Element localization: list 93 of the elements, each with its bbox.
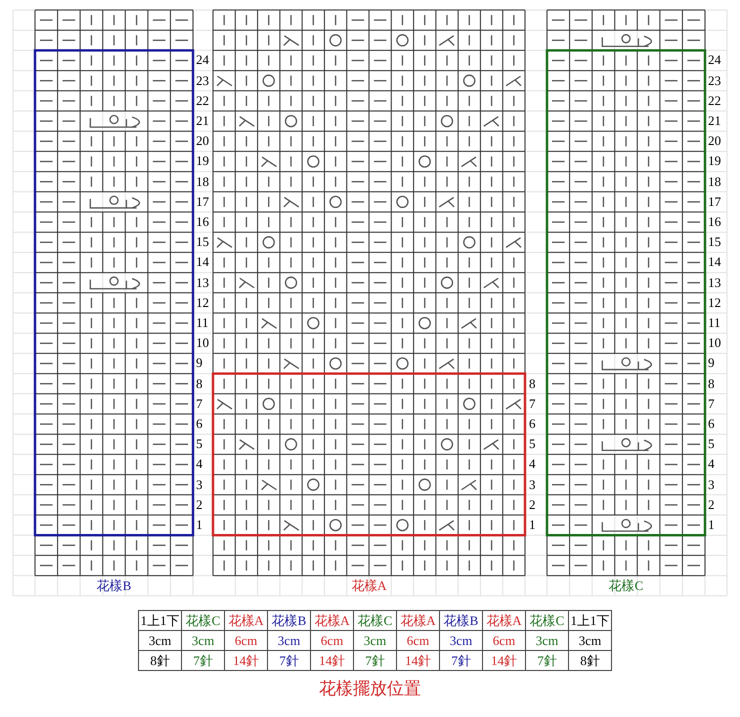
- row-number: 13: [708, 274, 721, 292]
- row-number: 22: [708, 92, 721, 110]
- row-number: 5: [196, 435, 202, 454]
- row-number: 17: [708, 192, 721, 211]
- table-cell: 14針: [396, 650, 440, 670]
- chart-title: 花樣A: [350, 576, 388, 595]
- chart-title: 花樣B: [96, 576, 132, 595]
- row-number: 8: [196, 374, 202, 393]
- table-cell: 3cm: [268, 630, 310, 650]
- row-number: 20: [196, 132, 209, 150]
- table-cell: 花樣B: [268, 610, 310, 630]
- table-cell: 8針: [138, 650, 182, 670]
- row-number: 21: [708, 112, 721, 130]
- table-cell: 花樣C: [182, 610, 224, 630]
- row-number: 21: [196, 112, 209, 130]
- row-number: 8: [529, 374, 536, 393]
- row-number: 2: [708, 496, 714, 514]
- row-number: 6: [529, 415, 536, 433]
- row-number: 12: [196, 294, 209, 312]
- row-number: 9: [196, 354, 202, 372]
- table-cell: 3cm: [568, 630, 612, 650]
- table-cell: 3cm: [440, 630, 482, 650]
- table-cell: 6cm: [482, 630, 526, 650]
- row-number: 23: [196, 72, 209, 90]
- table-cell: 7針: [354, 650, 396, 670]
- row-number: 6: [708, 415, 714, 433]
- row-number: 2: [529, 496, 536, 514]
- table-cell: 14針: [224, 650, 268, 670]
- table-cell: 花樣A: [482, 610, 526, 630]
- table-cell: 14針: [310, 650, 354, 670]
- row-number: 10: [196, 334, 209, 352]
- table-cell: 14針: [482, 650, 526, 670]
- row-number: 1: [708, 516, 714, 534]
- row-number: 24: [708, 51, 721, 70]
- row-number: 3: [196, 476, 202, 494]
- row-number: 14: [196, 253, 209, 272]
- row-number: 5: [529, 435, 536, 454]
- table-cell: 7針: [182, 650, 224, 670]
- row-number: 20: [708, 132, 721, 150]
- row-number: 18: [196, 172, 209, 191]
- table-cell: 8針: [568, 650, 612, 670]
- table-cell: 花樣A: [224, 610, 268, 630]
- table-cell: 花樣A: [310, 610, 354, 630]
- row-number: 7: [196, 394, 202, 413]
- table-cell: 3cm: [138, 630, 182, 650]
- row-number: 19: [196, 152, 209, 170]
- row-number: 3: [529, 476, 536, 494]
- table-cell: 6cm: [224, 630, 268, 650]
- table-cell: 花樣A: [396, 610, 440, 630]
- row-number: 1: [196, 516, 202, 534]
- table-cell: 7針: [268, 650, 310, 670]
- table-cell: 花樣C: [526, 610, 568, 630]
- row-number: 5: [708, 435, 714, 454]
- row-number: 6: [196, 415, 202, 433]
- row-number: 18: [708, 172, 721, 191]
- row-number: 7: [529, 394, 536, 413]
- table-cell: 花樣B: [440, 610, 482, 630]
- table-cell: 7針: [526, 650, 568, 670]
- table-cell: 1上1下: [568, 610, 612, 630]
- chart-title: 花樣C: [608, 576, 644, 595]
- row-number: 16: [708, 213, 721, 231]
- row-number: 13: [196, 274, 209, 292]
- row-number: 9: [708, 354, 714, 372]
- row-number: 24: [196, 51, 209, 70]
- row-number: 10: [708, 334, 721, 352]
- row-number: 3: [708, 476, 714, 494]
- row-number: 4: [708, 455, 714, 474]
- row-number: 14: [708, 253, 721, 272]
- row-number: 16: [196, 213, 209, 231]
- table-cell: 6cm: [310, 630, 354, 650]
- row-number: 19: [708, 152, 721, 170]
- row-number: 11: [708, 314, 721, 332]
- table-cell: 3cm: [526, 630, 568, 650]
- table-cell: 1上1下: [138, 610, 182, 630]
- row-number: 12: [708, 294, 721, 312]
- table-cell: 7針: [440, 650, 482, 670]
- row-number: 11: [196, 314, 209, 332]
- table-caption: 花樣擺放位置: [318, 678, 422, 700]
- row-number: 1: [529, 516, 536, 534]
- row-number: 22: [196, 92, 209, 110]
- table-cell: 6cm: [396, 630, 440, 650]
- row-number: 15: [708, 233, 721, 252]
- row-number: 4: [196, 455, 202, 474]
- row-number: 15: [196, 233, 209, 252]
- row-number: 17: [196, 192, 209, 211]
- row-number: 7: [708, 394, 714, 413]
- row-number: 8: [708, 374, 714, 393]
- row-number: 23: [708, 72, 721, 90]
- table-cell: 花樣C: [354, 610, 396, 630]
- row-number: 2: [196, 496, 202, 514]
- table-cell: 3cm: [354, 630, 396, 650]
- table-cell: 3cm: [182, 630, 224, 650]
- row-number: 4: [529, 455, 536, 474]
